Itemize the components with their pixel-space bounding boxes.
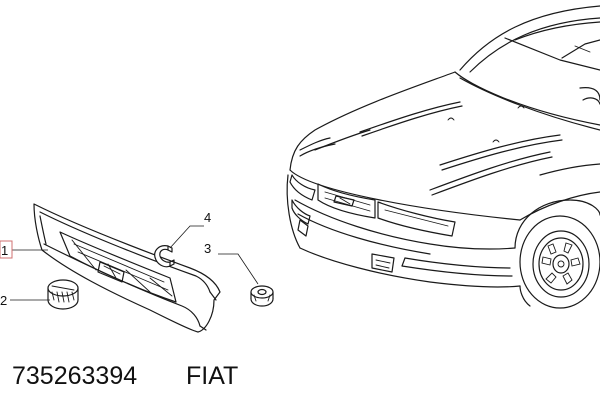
callout-1: 1: [1, 243, 8, 258]
callout-4: 4: [204, 210, 211, 225]
leader-line-3: [218, 253, 259, 285]
callout-1-box: [0, 240, 13, 259]
part-number: 735263394: [12, 362, 137, 390]
grille-panel: [33, 203, 221, 333]
c-clip-part: [154, 245, 175, 268]
leader-line-4: [169, 225, 204, 249]
leader-lines: [10, 225, 259, 301]
callout-3: 3: [204, 241, 211, 256]
car-illustration: [286, 5, 600, 309]
callout-2: 2: [0, 293, 7, 308]
callouts: 1 2 3 4: [0, 210, 211, 308]
brand-name: FIAT: [186, 362, 238, 390]
spring-clip-part: [47, 279, 79, 310]
nut-clip-part: [250, 285, 274, 307]
